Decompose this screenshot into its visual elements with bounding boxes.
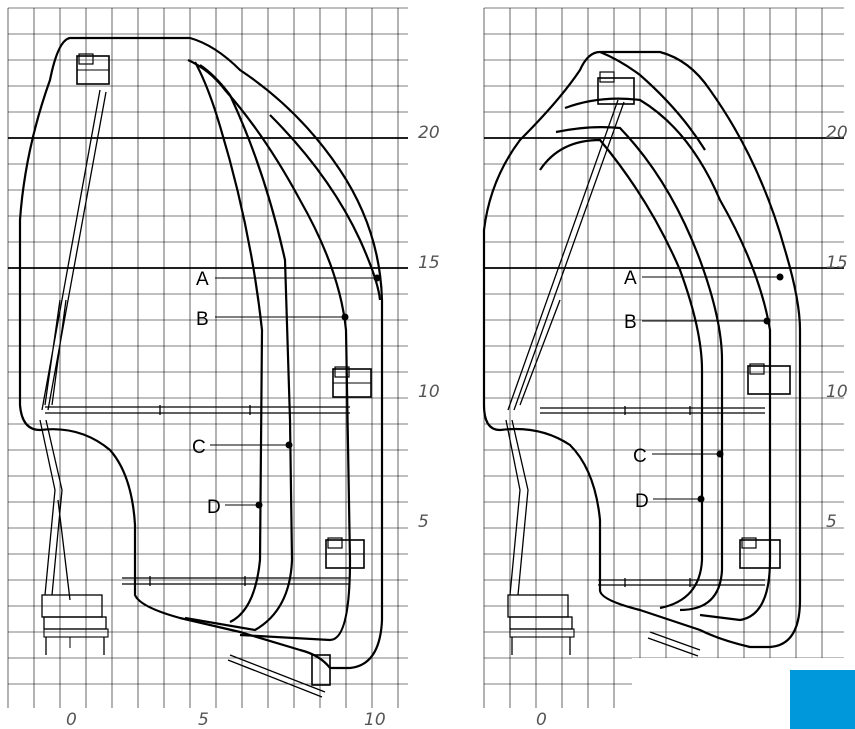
right-label-b: B [624,312,637,333]
left-y-tick-15: 15 [418,253,440,273]
right-x-tick-0: 0 [536,710,547,729]
right-label-c: C [633,446,647,467]
aerial-platform-basket-icon [597,71,635,105]
left-envelope-outer [18,36,384,670]
right-main-boom [507,99,625,411]
right-diagram: A B C D 20 15 10 5 0 [482,7,848,729]
left-x-tick-5: 5 [198,710,209,729]
aerial-platform-basket-icon [332,366,372,398]
left-horizontal-boom-low [122,576,350,586]
left-y-tick-20: 20 [418,123,440,143]
right-y-tick-5: 5 [826,512,837,532]
right-slanted-boom [647,631,701,657]
aerial-platform-basket-icon [311,654,331,686]
left-diagram: A B C D 20 15 10 5 0 5 10 [7,7,440,729]
right-label-d: D [635,491,649,512]
aerial-platform-basket-icon [325,537,365,569]
right-lower-boom [505,419,529,596]
left-label-c: C [192,437,206,458]
right-envelope-inner-1 [564,97,772,622]
right-envelope-inner-2 [555,126,724,612]
right-y-tick-10: 10 [826,382,848,402]
right-curve-markers [642,273,784,503]
right-horizontal-boom-high [540,406,765,415]
right-envelope-outer [482,50,802,649]
right-label-a: A [624,268,637,289]
left-envelope-c [184,64,294,632]
left-label-d: D [207,497,221,518]
left-horizontal-boom-high [45,405,350,415]
right-envelope-top [599,50,706,151]
left-lower-boom [39,419,71,601]
right-horizontal-boom-low [598,578,765,587]
left-label-a: A [196,269,209,290]
left-y-tick-10: 10 [418,382,440,402]
left-x-tick-0: 0 [66,710,77,729]
right-envelope-inner-3 [539,138,704,610]
aerial-platform-basket-icon [76,53,110,85]
left-slanted-boom [227,654,326,698]
right-y-tick-20: 20 [826,123,848,143]
truck-chassis-icon [41,594,109,655]
right-y-tick-15: 15 [826,253,848,273]
aerial-platform-basket-icon [739,537,781,569]
truck-chassis-icon [507,594,575,655]
left-envelope-d [194,61,264,623]
left-main-boom [41,89,107,411]
left-curve-markers [210,274,381,509]
corner-blue-square [790,670,855,729]
left-x-tick-10: 10 [364,710,386,729]
left-label-b: B [196,309,209,330]
left-y-tick-5: 5 [418,512,429,532]
aerial-platform-basket-icon [747,363,791,395]
left-envelope-a-edge [269,114,382,301]
